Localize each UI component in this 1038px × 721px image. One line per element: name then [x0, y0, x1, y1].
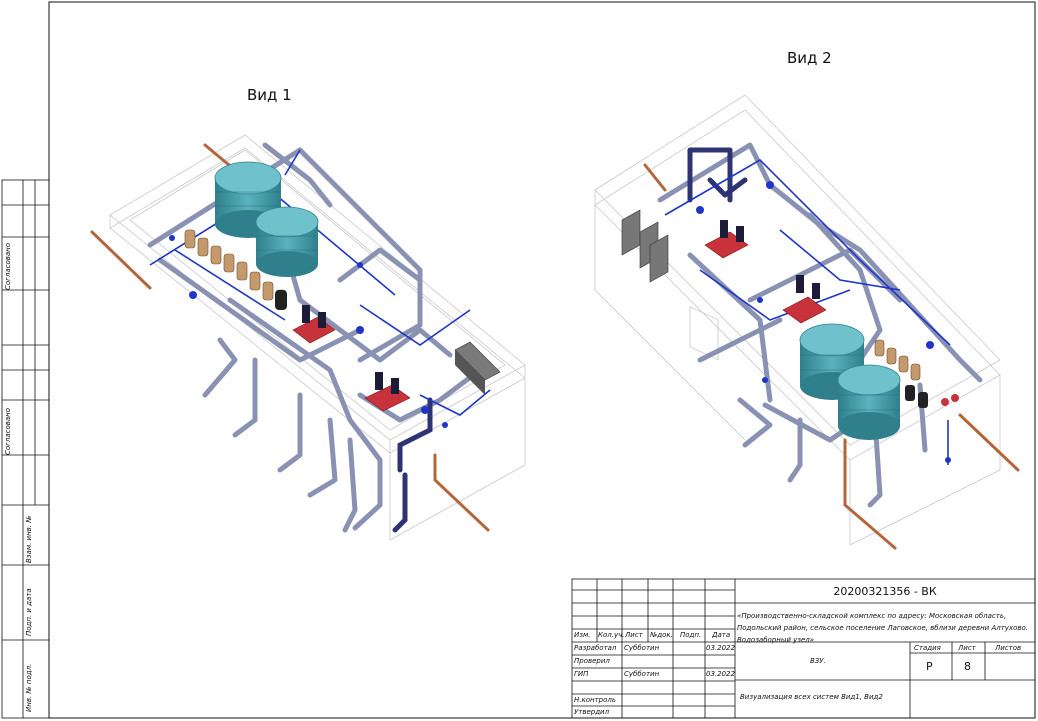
stage-value: Р — [926, 660, 933, 673]
header-sign: Подп. — [680, 631, 702, 639]
sheet-value: 8 — [964, 660, 971, 673]
view1-filters — [184, 229, 287, 310]
view1-title: Вид 1 — [247, 86, 292, 104]
project-name: «Производственно-складской комплекс по а… — [737, 612, 1028, 644]
row-name: Субботин — [624, 670, 660, 678]
row-role: ГИП — [574, 670, 589, 678]
title-block-grid — [571, 578, 1036, 719]
view2-cabinets — [621, 209, 669, 283]
row-role: Разработал — [574, 644, 617, 652]
stage-label: Стадия — [914, 644, 941, 652]
view2-title: Вид 2 — [787, 49, 832, 67]
row-role: Н.контроль — [574, 696, 616, 704]
view1-cabinet — [454, 341, 501, 395]
side-stamp-agreed-2: Согласовано — [4, 407, 12, 455]
header-date: Дата — [712, 631, 731, 639]
header-list: Лист — [625, 631, 643, 639]
view2-filters — [874, 339, 921, 381]
view2-isometric — [594, 94, 1020, 550]
view1-isometric — [90, 134, 526, 541]
row-name: Субботин — [624, 644, 660, 652]
sheet-label: Лист — [958, 644, 976, 652]
side-stamp-inv-original: Инв. № подл. — [25, 663, 33, 712]
view1-tanks — [214, 161, 319, 277]
sheets-label: Листов — [995, 644, 1022, 652]
row-date: 03.2022 — [706, 644, 735, 652]
view2-pumps — [704, 220, 827, 324]
view2-tanks — [799, 323, 901, 440]
side-stamp-sign-date: Подп. и дата — [25, 588, 33, 636]
side-stamp — [1, 179, 50, 719]
drawing-title: Визуализация всех систем Вид1, Вид2 — [740, 693, 883, 701]
side-stamp-replace-inv: Взам. инв. № — [25, 515, 33, 563]
drawing-code: 20200321356 - ВК — [833, 585, 937, 598]
header-kol-uch: Кол.уч. — [598, 631, 625, 639]
object-name: ВЗУ. — [810, 657, 826, 665]
header-izm: Изм. — [574, 631, 591, 639]
side-stamp-agreed-1: Согласовано — [4, 242, 12, 290]
row-role: Проверил — [574, 657, 610, 665]
row-role: Утвердил — [574, 708, 610, 716]
row-date: 03.2022 — [706, 670, 735, 678]
view1-pumps — [292, 305, 411, 412]
header-doc-no: №док. — [650, 631, 673, 639]
